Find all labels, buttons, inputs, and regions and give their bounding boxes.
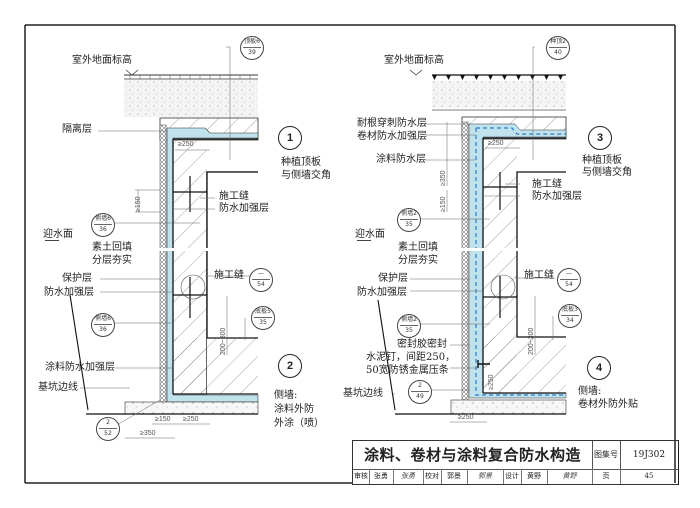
right-backfill-label-1: 素土回填 (398, 242, 438, 253)
left-dim-250-top: ≥250 (178, 141, 194, 148)
checker-name: 郭景 (441, 469, 468, 484)
right-membrane-reinforcement-label: 卷材防水加强层 (357, 131, 427, 142)
approval-row: 审核 张勇 张勇 校对 郭景 郭景 设计 黄野 黄野 页 45 (353, 469, 678, 484)
left-dim-250-bottom: ≥250 (183, 416, 199, 423)
left-upstream-arrow-icon (45, 240, 59, 241)
reviewer-name: 张勇 (369, 469, 394, 484)
right-root-resistant-label: 耐根穿刺防水层 (357, 118, 427, 129)
right-construction-joint-label-1: 施工缝 (532, 179, 562, 190)
right-sealant-label-1: 密封胶密封 (397, 339, 447, 350)
designer-signature: 黄野 (547, 469, 593, 484)
left-reinforcement-layer-label: 防水加强层 (44, 287, 94, 298)
left-pit-edge-label: 基坑边线 (38, 382, 78, 393)
drawing-title: 涂料、卷材与涂料复合防水构造 (353, 441, 593, 470)
right-dim-250-side: ≥250 (488, 374, 495, 390)
reviewer-signature: 张勇 (393, 469, 424, 484)
right-upstream-arrow-icon (357, 240, 371, 241)
left-outdoor-grade-label: 室外地面标高 (72, 55, 132, 66)
atlas-number-value: 19J302 (620, 441, 678, 470)
detail-4-caption-2: 卷材外防外贴 (578, 399, 638, 410)
detail-2-caption-3: 外涂（喷） (274, 418, 324, 429)
left-backfill-label-1: 素土回填 (92, 242, 132, 253)
left-dim-150-bottom: ≥150 (155, 416, 171, 423)
right-dim-200-300: 200~300 (528, 327, 535, 355)
title-block: 涂料、卷材与涂料复合防水构造 图集号 19J302 审核 张勇 张勇 校对 郭景… (352, 440, 679, 485)
right-backfill-label-2: 分层夯实 (398, 255, 438, 266)
left-ref-joint-54[interactable]: —54 (249, 268, 273, 292)
review-label: 审核 (353, 469, 370, 484)
left-detail-drawing (69, 46, 265, 439)
checker-signature: 郭景 (467, 469, 504, 484)
right-dim-250-bottom: ≥250 (458, 414, 474, 421)
designer-name: 黄野 (521, 469, 548, 484)
left-construction-joint-label-2: 施工缝 (214, 270, 244, 281)
left-dim-350: ≥350 (140, 430, 156, 437)
right-upstream-face-label: 迎水面 (355, 229, 385, 240)
left-construction-joint-label-1: 施工缝 (219, 191, 249, 202)
right-dim-350: ≥350 (440, 170, 447, 186)
right-dim-250-top: ≥250 (488, 140, 504, 147)
right-pit-edge-label: 基坑边线 (343, 388, 383, 399)
right-sealant-label-3: 50宽防锈金属压条 (366, 365, 449, 376)
detail-3-caption-1: 种植顶板 (582, 155, 622, 166)
left-dim-200-300: 200~300 (220, 327, 227, 355)
atlas-number-label: 图集号 (592, 441, 621, 470)
right-outdoor-grade-label: 室外地面标高 (384, 55, 444, 66)
left-dim-150: ≥150 (135, 196, 142, 212)
page-value: 45 (644, 472, 654, 480)
right-coating-layer-label: 涂料防水层 (376, 154, 426, 165)
design-label: 设计 (503, 469, 522, 484)
detail-number-4: 4 (587, 356, 611, 380)
check-label: 校对 (423, 469, 442, 484)
right-detail-drawing (377, 46, 575, 423)
page-label: 页 (592, 469, 621, 484)
detail-1-caption-1: 种植顶板 (281, 157, 321, 168)
detail-number-3: 3 (588, 126, 612, 150)
detail-number-1: 1 (278, 126, 302, 150)
detail-number-2: 2 (278, 354, 302, 378)
right-reinforcement-layer-label: 防水加强层 (357, 287, 407, 298)
detail-2-caption-2: 涂料外防 (274, 404, 314, 415)
left-protection-layer-label: 保护层 (62, 273, 92, 284)
left-coating-reinforcement-label: 涂料防水加强层 (45, 362, 115, 373)
detail-1-caption-2: 与侧墙交角 (281, 170, 331, 181)
left-backfill-label-2: 分层夯实 (92, 255, 132, 266)
detail-2-caption-1: 侧墙: (274, 390, 298, 401)
right-ref-joint-54[interactable]: —54 (557, 268, 581, 292)
right-sealant-label-2: 水泥钉，间距250， (366, 352, 456, 363)
left-isolation-layer-label: 隔离层 (62, 124, 92, 135)
right-reinforcement-layer-label-2: 防水加强层 (532, 191, 582, 202)
detail-3-caption-2: 与侧墙交角 (582, 167, 632, 178)
detail-4-caption-1: 侧墙: (578, 386, 602, 397)
right-protection-layer-label: 保护层 (378, 273, 408, 284)
right-dim-150: ≥150 (440, 196, 447, 212)
left-reinforcement-layer-label-2: 防水加强层 (219, 203, 269, 214)
right-construction-joint-label-2: 施工缝 (524, 270, 554, 281)
left-upstream-face-label: 迎水面 (43, 229, 73, 240)
